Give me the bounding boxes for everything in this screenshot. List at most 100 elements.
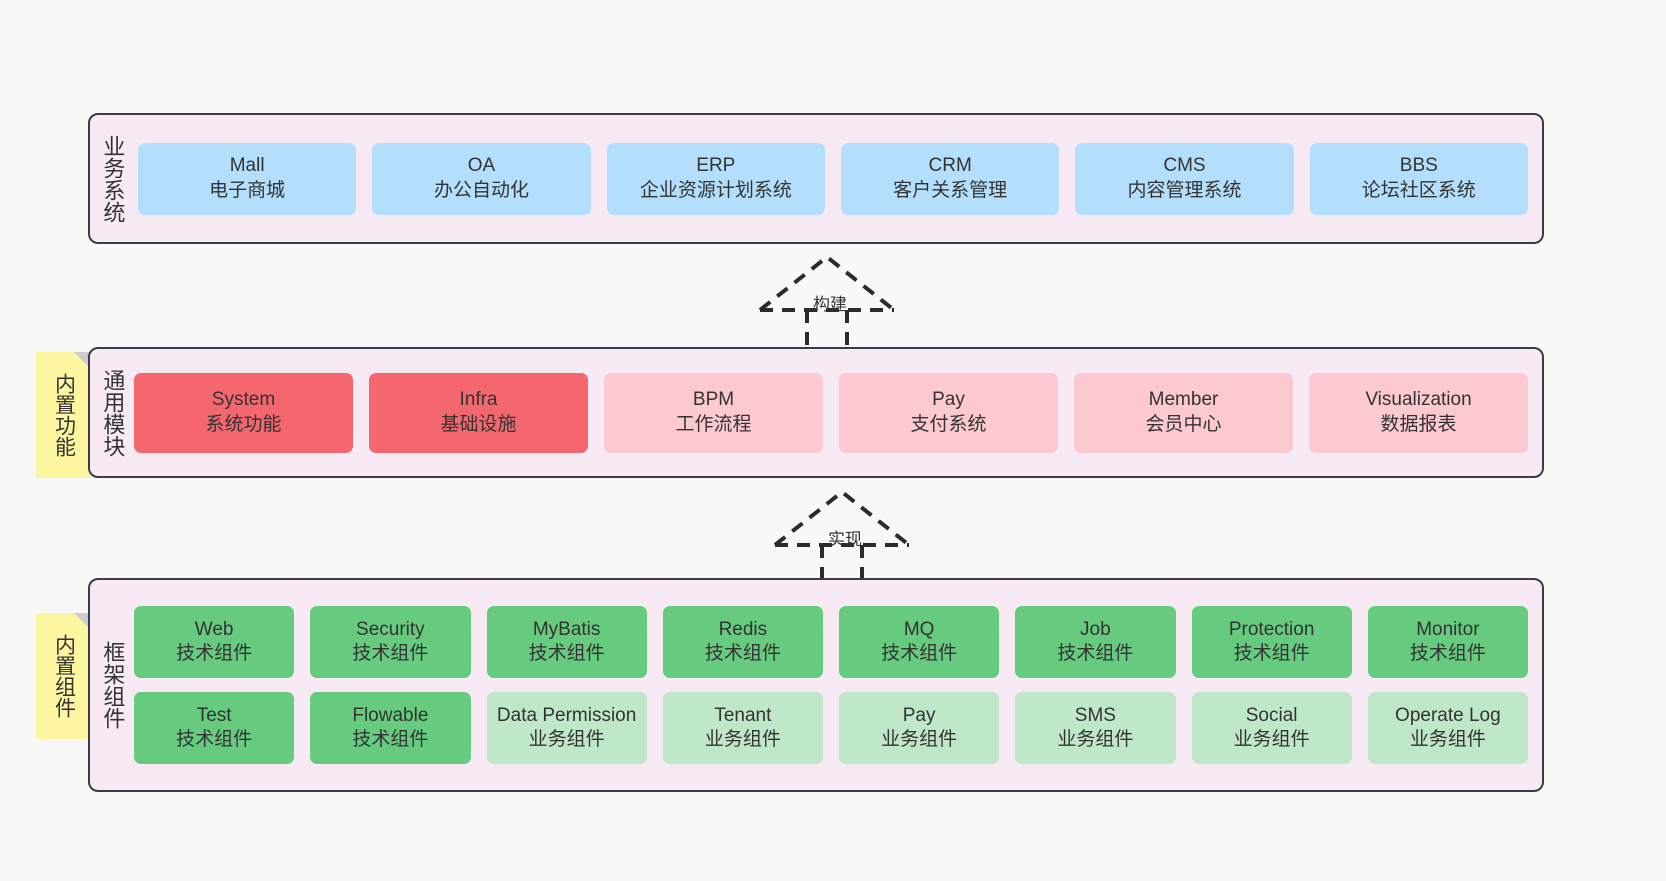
card-title: Flowable [352,704,429,726]
card-subtitle: 技术组件 [176,643,253,664]
arrow-label-implement: 实现 [828,530,862,549]
card-subtitle: 业务组件 [528,729,605,750]
layer-title-business: 业务系统 [100,134,126,223]
card-title: SMS [1074,704,1116,726]
card-redis[interactable]: Redis 技术组件 [662,606,823,678]
card-subtitle: 技术组件 [1233,643,1310,664]
dashed-generalization-arrow-icon [758,254,896,352]
card-oa[interactable]: OA 办公自动化 [372,142,591,215]
card-bpm[interactable]: BPM 工作流程 [604,372,823,453]
card-subtitle: 技术组件 [1409,643,1486,664]
card-subtitle: 业务组件 [1233,729,1310,750]
card-title: Monitor [1416,618,1480,640]
note-label: 内置组件 [52,634,76,718]
note-builtin-components: 内置组件 [36,613,92,739]
card-bbs[interactable]: BBS 论坛社区系统 [1309,142,1528,215]
card-title: CMS [1163,155,1206,177]
card-title: Infra [459,389,498,411]
card-title: Job [1080,618,1111,640]
arrow-implement: 实现 [760,487,935,587]
card-subtitle: 技术组件 [176,729,253,750]
card-title: Member [1148,389,1219,411]
card-social[interactable]: Social 业务组件 [1191,692,1352,764]
card-title: Test [196,704,232,726]
card-title: Pay [932,389,965,411]
card-subtitle: 办公自动化 [433,179,529,201]
card-test[interactable]: Test 技术组件 [134,692,295,764]
card-row: System 系统功能 Infra 基础设施 BPM 工作流程 Pay 支付系统… [134,372,1528,453]
card-subtitle: 工作流程 [675,413,752,435]
card-title: System [211,389,276,411]
card-title: MQ [903,618,935,640]
card-subtitle: 支付系统 [910,413,987,435]
layer-body-framework: Web 技术组件 Security 技术组件 MyBatis 技术组件 Redi… [134,580,1542,790]
card-subtitle: 数据报表 [1380,413,1457,435]
card-sms[interactable]: SMS 业务组件 [1015,692,1176,764]
card-subtitle: 技术组件 [352,643,429,664]
layer-title-framework: 框架组件 [100,641,126,729]
card-pay[interactable]: Pay 支付系统 [839,372,1058,453]
card-subtitle: 业务组件 [1409,729,1486,750]
card-title: Web [194,618,234,640]
card-security[interactable]: Security 技术组件 [310,606,471,678]
card-infra[interactable]: Infra 基础设施 [369,372,588,453]
card-erp[interactable]: ERP 企业资源计划系统 [606,142,825,215]
card-cms[interactable]: CMS 内容管理系统 [1075,142,1294,215]
card-crm[interactable]: CRM 客户关系管理 [840,142,1060,215]
card-subtitle: 内容管理系统 [1127,179,1242,201]
card-title: Mall [229,155,265,177]
arrow-label-build: 构建 [813,295,847,314]
layer-business-systems: 业务系统 Mall 电子商城 OA 办公自动化 ERP 企业资源计划系统 CRM [88,113,1544,244]
card-flowable[interactable]: Flowable 技术组件 [310,692,471,764]
card-title: CRM [928,155,972,177]
note-label: 内置功能 [52,373,76,457]
card-subtitle: 企业资源计划系统 [639,179,792,201]
card-mq[interactable]: MQ 技术组件 [839,606,1000,678]
card-operate-log[interactable]: Operate Log 业务组件 [1367,692,1528,764]
card-title: BPM [692,389,735,411]
card-monitor[interactable]: Monitor 技术组件 [1367,606,1528,678]
card-web[interactable]: Web 技术组件 [134,606,295,678]
card-subtitle: 论坛社区系统 [1361,179,1476,201]
card-title: Data Permission [496,704,637,726]
layer-framework-components: 框架组件 Web 技术组件 Security 技术组件 MyBatis 技术组件… [88,578,1544,792]
card-subtitle: 会员中心 [1145,413,1222,435]
card-subtitle: 技术组件 [1057,643,1134,664]
card-row: Mall 电子商城 OA 办公自动化 ERP 企业资源计划系统 CRM 客户关系… [138,142,1528,215]
arrow-build: 构建 [745,252,920,352]
card-title: ERP [696,155,736,177]
card-visualization[interactable]: Visualization 数据报表 [1309,372,1528,453]
card-subtitle: 客户关系管理 [893,179,1008,201]
card-tenant[interactable]: Tenant 业务组件 [662,692,823,764]
card-subtitle: 电子商城 [209,179,286,201]
card-pay-component[interactable]: Pay 业务组件 [839,692,1000,764]
card-title: Protection [1228,618,1315,640]
card-data-permission[interactable]: Data Permission 业务组件 [486,692,647,764]
card-title: Security [356,618,425,640]
card-title: BBS [1399,155,1438,177]
card-subtitle: 技术组件 [704,643,781,664]
card-title: Visualization [1365,389,1472,411]
card-system[interactable]: System 系统功能 [134,372,353,453]
card-protection[interactable]: Protection 技术组件 [1191,606,1352,678]
card-subtitle: 基础设施 [440,413,517,435]
card-title: OA [467,155,496,177]
card-job[interactable]: Job 技术组件 [1015,606,1176,678]
card-subtitle: 业务组件 [1057,729,1134,750]
card-title: Tenant [714,704,772,726]
card-subtitle: 系统功能 [205,413,282,435]
card-mall[interactable]: Mall 电子商城 [138,142,357,215]
card-member[interactable]: Member 会员中心 [1074,372,1293,453]
card-subtitle: 技术组件 [528,643,605,664]
note-builtin-features: 内置功能 [36,352,92,478]
card-subtitle: 业务组件 [704,729,781,750]
card-subtitle: 业务组件 [881,729,958,750]
card-mybatis[interactable]: MyBatis 技术组件 [486,606,647,678]
card-title: Operate Log [1395,704,1501,726]
layer-common-modules: 通用模块 System 系统功能 Infra 基础设施 BPM 工作流程 Pay [88,347,1544,478]
card-title: Social [1245,704,1298,726]
card-row: Test 技术组件 Flowable 技术组件 Data Permission … [134,692,1528,764]
layer-body-business: Mall 电子商城 OA 办公自动化 ERP 企业资源计划系统 CRM 客户关系… [134,115,1542,242]
card-title: Redis [718,618,768,640]
